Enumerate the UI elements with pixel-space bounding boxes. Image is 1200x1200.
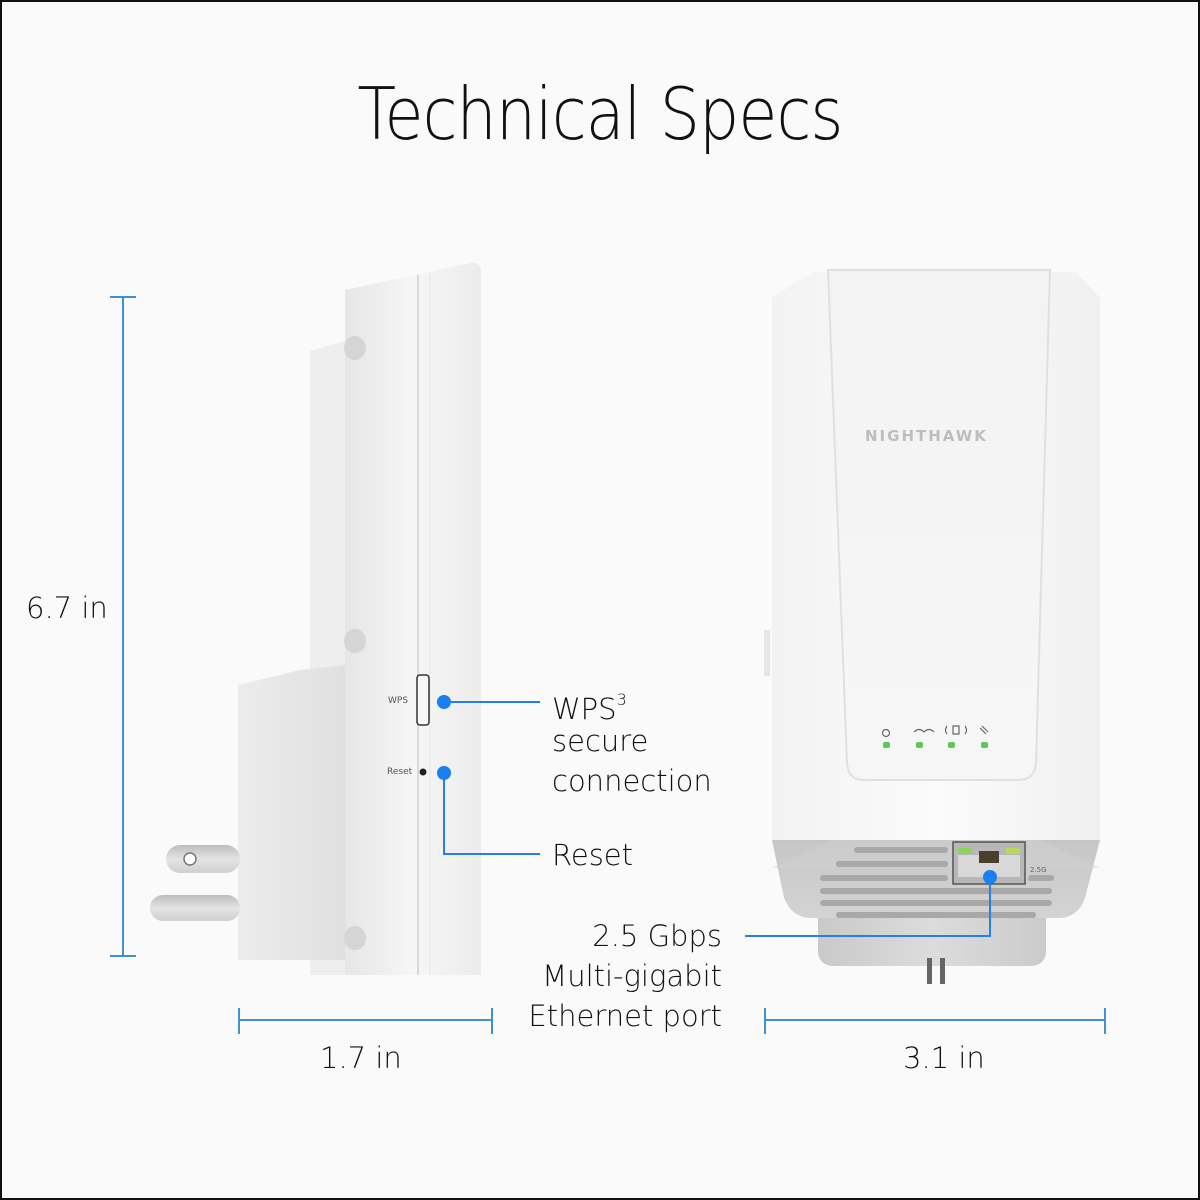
- side-view-device: [150, 262, 481, 976]
- depth-label: 1.7 in: [320, 1041, 402, 1075]
- dimension-tick-right: [491, 1008, 493, 1034]
- height-label: 6.7 in: [26, 591, 108, 625]
- ethernet-callout-line1: 2.5 Gbps: [592, 919, 722, 953]
- wps-callout-title: WPS3: [552, 690, 627, 726]
- wps-button[interactable]: [416, 675, 430, 727]
- ethernet-callout-line3: Ethernet port: [528, 999, 722, 1033]
- status-leds: [880, 728, 995, 750]
- brand-logo: NIGHTHAWK: [865, 427, 988, 445]
- wps-callout-line3: connection: [552, 764, 712, 798]
- wps-callout-line2: secure: [552, 724, 649, 758]
- port-speed-label: 2.5G: [1030, 866, 1047, 874]
- ethernet-callout-line2: Multi-gigabit: [542, 959, 722, 993]
- front-view-device: [764, 269, 1100, 984]
- dimension-tick-right: [1104, 1008, 1106, 1034]
- page-title: Technical Specs: [357, 72, 843, 156]
- dimension-line-horizontal: [239, 1019, 492, 1021]
- dimension-tick-bottom: [110, 955, 136, 957]
- dimension-tick-left: [238, 1008, 240, 1034]
- reset-button-label: Reset: [387, 767, 413, 777]
- wps-callout-line: [444, 701, 540, 703]
- wps-button-label: WPS: [388, 696, 409, 706]
- dimension-tick-left: [764, 1008, 766, 1034]
- ethernet-callout-line-horizontal: [745, 935, 991, 937]
- reset-callout-line-horizontal: [443, 853, 540, 855]
- dimension-line-vertical: [122, 297, 124, 957]
- reset-callout-line-vertical: [443, 773, 445, 855]
- ethernet-callout-line-vertical: [989, 877, 991, 937]
- reset-pinhole[interactable]: [417, 766, 429, 778]
- reset-callout-title: Reset: [552, 838, 634, 872]
- width-label: 3.1 in: [903, 1041, 985, 1075]
- dimension-line-horizontal: [765, 1019, 1105, 1021]
